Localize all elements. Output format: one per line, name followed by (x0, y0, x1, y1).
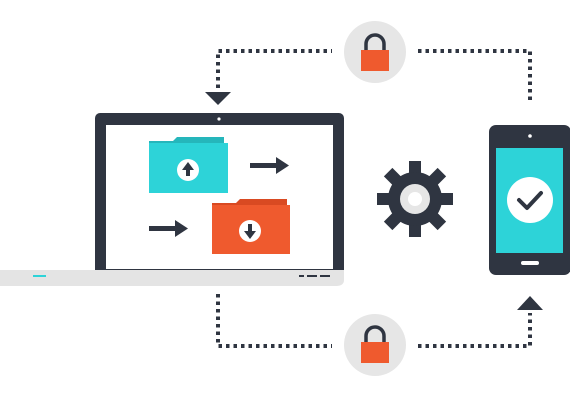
arrow-right-icon (250, 157, 289, 174)
arrow-up-icon (517, 296, 543, 310)
sync-path-top (216, 49, 532, 104)
laptop-base (0, 270, 344, 286)
padlock-bottom (344, 314, 406, 376)
arrow-right-icon (149, 220, 188, 237)
gear-icon (377, 161, 453, 237)
padlock-icon (361, 325, 389, 363)
padlock-icon (361, 33, 389, 71)
arrow-down-icon (205, 92, 231, 105)
sync-path-bottom (216, 294, 532, 348)
padlock-top (344, 21, 406, 83)
checkmark-icon (507, 177, 553, 223)
smartphone-icon (489, 125, 570, 275)
laptop-icon (0, 113, 344, 286)
folder-upload-icon (149, 137, 228, 193)
folder-download-icon (212, 199, 290, 254)
